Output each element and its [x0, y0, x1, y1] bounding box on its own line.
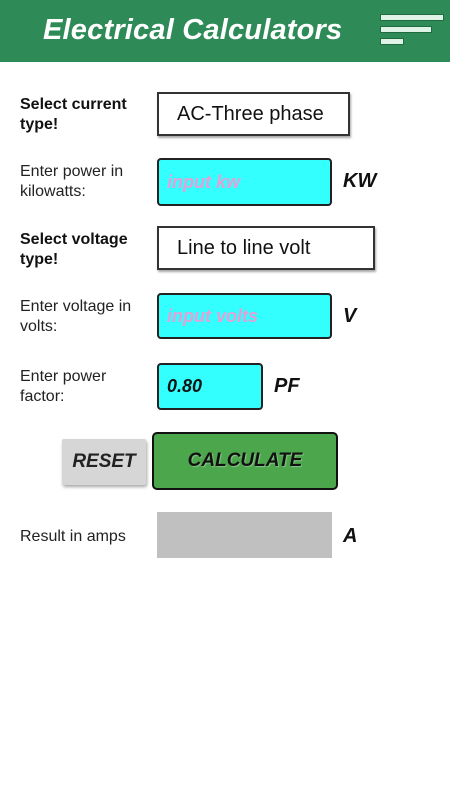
voltage-type-label: Select voltage type! [20, 231, 128, 268]
power-label: Enter power in kilowatts: [20, 163, 124, 200]
menu-line [380, 38, 404, 45]
voltage-label: Enter voltage in volts: [20, 298, 132, 335]
power-factor-value: 0.80 [167, 376, 203, 396]
power-factor-unit: PF [274, 375, 300, 397]
voltage-type-select[interactable]: Line to line volt [157, 226, 375, 270]
result-output [157, 512, 332, 558]
power-unit: KW [343, 170, 377, 192]
hamburger-menu-icon[interactable] [380, 14, 444, 48]
current-type-select[interactable]: AC-Three phase [157, 92, 350, 136]
menu-line [380, 14, 444, 21]
reset-button[interactable]: RESET [62, 439, 146, 485]
menu-line [380, 26, 432, 33]
app-bar: Electrical Calculators [0, 0, 450, 62]
calculate-button[interactable]: CALCULATE [152, 432, 338, 490]
power-factor-input[interactable]: 0.80 [157, 363, 263, 410]
voltage-input[interactable]: input volts [157, 293, 332, 339]
power-input[interactable]: input kw [157, 158, 332, 206]
current-type-label: Select current type! [20, 96, 127, 133]
power-factor-label: Enter power factor: [20, 368, 107, 405]
app-title: Electrical Calculators [43, 14, 343, 46]
power-placeholder: input kw [167, 171, 240, 192]
current-type-value: AC-Three phase [177, 102, 324, 125]
result-unit: A [343, 525, 358, 547]
voltage-unit: V [343, 305, 357, 327]
voltage-type-value: Line to line volt [177, 236, 311, 259]
voltage-placeholder: input volts [167, 305, 258, 326]
result-label: Result in amps [20, 528, 126, 545]
